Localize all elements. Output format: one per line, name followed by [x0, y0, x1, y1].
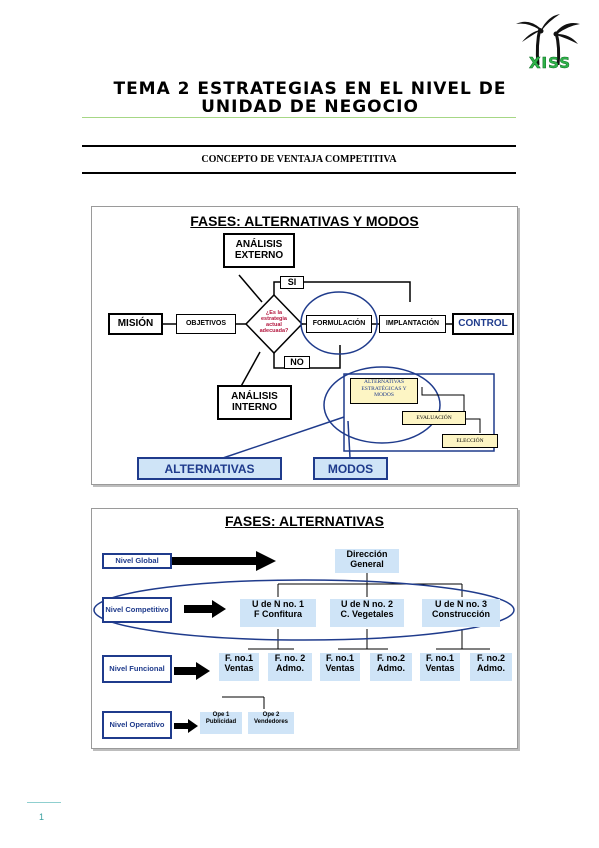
nivel-competitivo-box: Nivel Competitivo [102, 597, 172, 623]
unit-2-line-1: U de N no. 2 [340, 599, 393, 609]
unit-1-line-2: F Confitura [254, 609, 302, 620]
operation-1-line-1: Ope 1 [212, 712, 230, 718]
function-1-line-2: Ventas [224, 663, 254, 674]
figure2-title: FASES: ALTERNATIVAS [225, 513, 384, 529]
function-2-line-1: F. no. 2 [274, 653, 306, 663]
nivel-funcional-box: Nivel Funcional [102, 655, 172, 683]
function-box-6: F. no.2 Admo. [470, 653, 512, 681]
footer-rule [27, 802, 61, 803]
function-4-line-2: Admo. [377, 663, 405, 674]
operation-2-line-2: Vendedores [253, 718, 288, 725]
direccion-general-box: Dirección General [335, 549, 399, 573]
unit-1-line-1: U de N no. 1 [251, 599, 304, 609]
figure2-connectors [93, 551, 515, 733]
control-box: CONTROL [452, 313, 514, 335]
figure-fases-alternativas-modos: FASES: ALTERNATIVAS Y MODOS ANÁLISIS EXT… [91, 206, 518, 485]
page-title-line-2: UNIDAD DE NEGOCIO [201, 97, 419, 117]
function-6-line-2: Admo. [477, 663, 505, 674]
mision-box: MISIÓN [108, 313, 163, 335]
page-title: TEMA 2 ESTRATEGIAS EN EL NIVEL DE UNIDAD… [100, 80, 520, 116]
figure-fases-alternativas: FASES: ALTERNATIVAS Nivel Global Nivel C… [91, 508, 518, 749]
section-heading: CONCEPTO DE VENTAJA COMPETITIVA [201, 154, 397, 165]
formulacion-box: FORMULACIÓN [306, 315, 372, 333]
operation-2-line-1: Ope 2 [262, 712, 280, 718]
si-label: SI [280, 276, 304, 289]
function-box-2: F. no. 2 Admo. [268, 653, 312, 681]
modos-label: MODOS [313, 457, 388, 480]
function-box-5: F. no.1 Ventas [420, 653, 460, 681]
unit-box-1: U de N no. 1 F Confitura [240, 599, 316, 627]
page-number: 1 [39, 812, 45, 822]
section-rule-top [82, 145, 516, 147]
alternativas-label: ALTERNATIVAS [137, 457, 282, 480]
unit-box-2: U de N no. 2 C. Vegetales [330, 599, 404, 627]
analisis-externo-box: ANÁLISIS EXTERNO [223, 233, 295, 268]
function-4-line-1: F. no.2 [376, 653, 405, 663]
alternativas-estrategicas-label: ALTERNATIVAS ESTRATÉGICAS Y MODOS [350, 378, 418, 404]
function-1-line-1: F. no.1 [224, 653, 253, 663]
eleccion-label: ELECCIÓN [442, 434, 498, 448]
function-box-1: F. no.1 Ventas [219, 653, 259, 681]
function-6-line-1: F. no.2 [476, 653, 505, 663]
nivel-operativo-box: Nivel Operativo [102, 711, 172, 739]
decision-text: ¿Es la estrategia actual adecuada? [259, 310, 289, 335]
palm-tree-logo-icon [516, 14, 580, 66]
function-box-4: F. no.2 Admo. [370, 653, 412, 681]
function-box-3: F. no.1 Ventas [320, 653, 360, 681]
function-3-line-2: Ventas [325, 663, 355, 674]
evaluacion-label: EVALUACIÓN [402, 411, 466, 425]
operation-box-2: Ope 2 Vendedores [248, 712, 294, 734]
nivel-global-box: Nivel Global [102, 553, 172, 569]
logo: XISS [508, 10, 588, 80]
analisis-interno-box: ANÁLISIS INTERNO [217, 385, 292, 420]
function-3-line-1: F. no.1 [325, 653, 354, 663]
figure1-title: FASES: ALTERNATIVAS Y MODOS [190, 213, 419, 229]
function-5-line-2: Ventas [425, 663, 455, 674]
page-title-line-1: TEMA 2 ESTRATEGIAS EN EL NIVEL DE [113, 79, 507, 99]
implantacion-box: IMPLANTACIÓN [379, 315, 446, 333]
operation-1-line-2: Publicidad [205, 718, 237, 725]
function-5-line-1: F. no.1 [425, 653, 454, 663]
operation-box-1: Ope 1 Publicidad [200, 712, 242, 734]
function-2-line-2: Admo. [276, 663, 304, 674]
unit-2-line-2: C. Vegetales [340, 609, 394, 620]
unit-3-line-1: U de N no. 3 [434, 599, 487, 609]
section-rule-bottom [82, 172, 516, 174]
unit-box-3: U de N no. 3 Construcción [422, 599, 500, 627]
unit-3-line-2: Construcción [431, 609, 490, 620]
title-divider [82, 117, 516, 118]
objetivos-box: OBJETIVOS [176, 314, 236, 334]
no-label: NO [284, 356, 310, 369]
logo-text: XISS [528, 54, 572, 73]
